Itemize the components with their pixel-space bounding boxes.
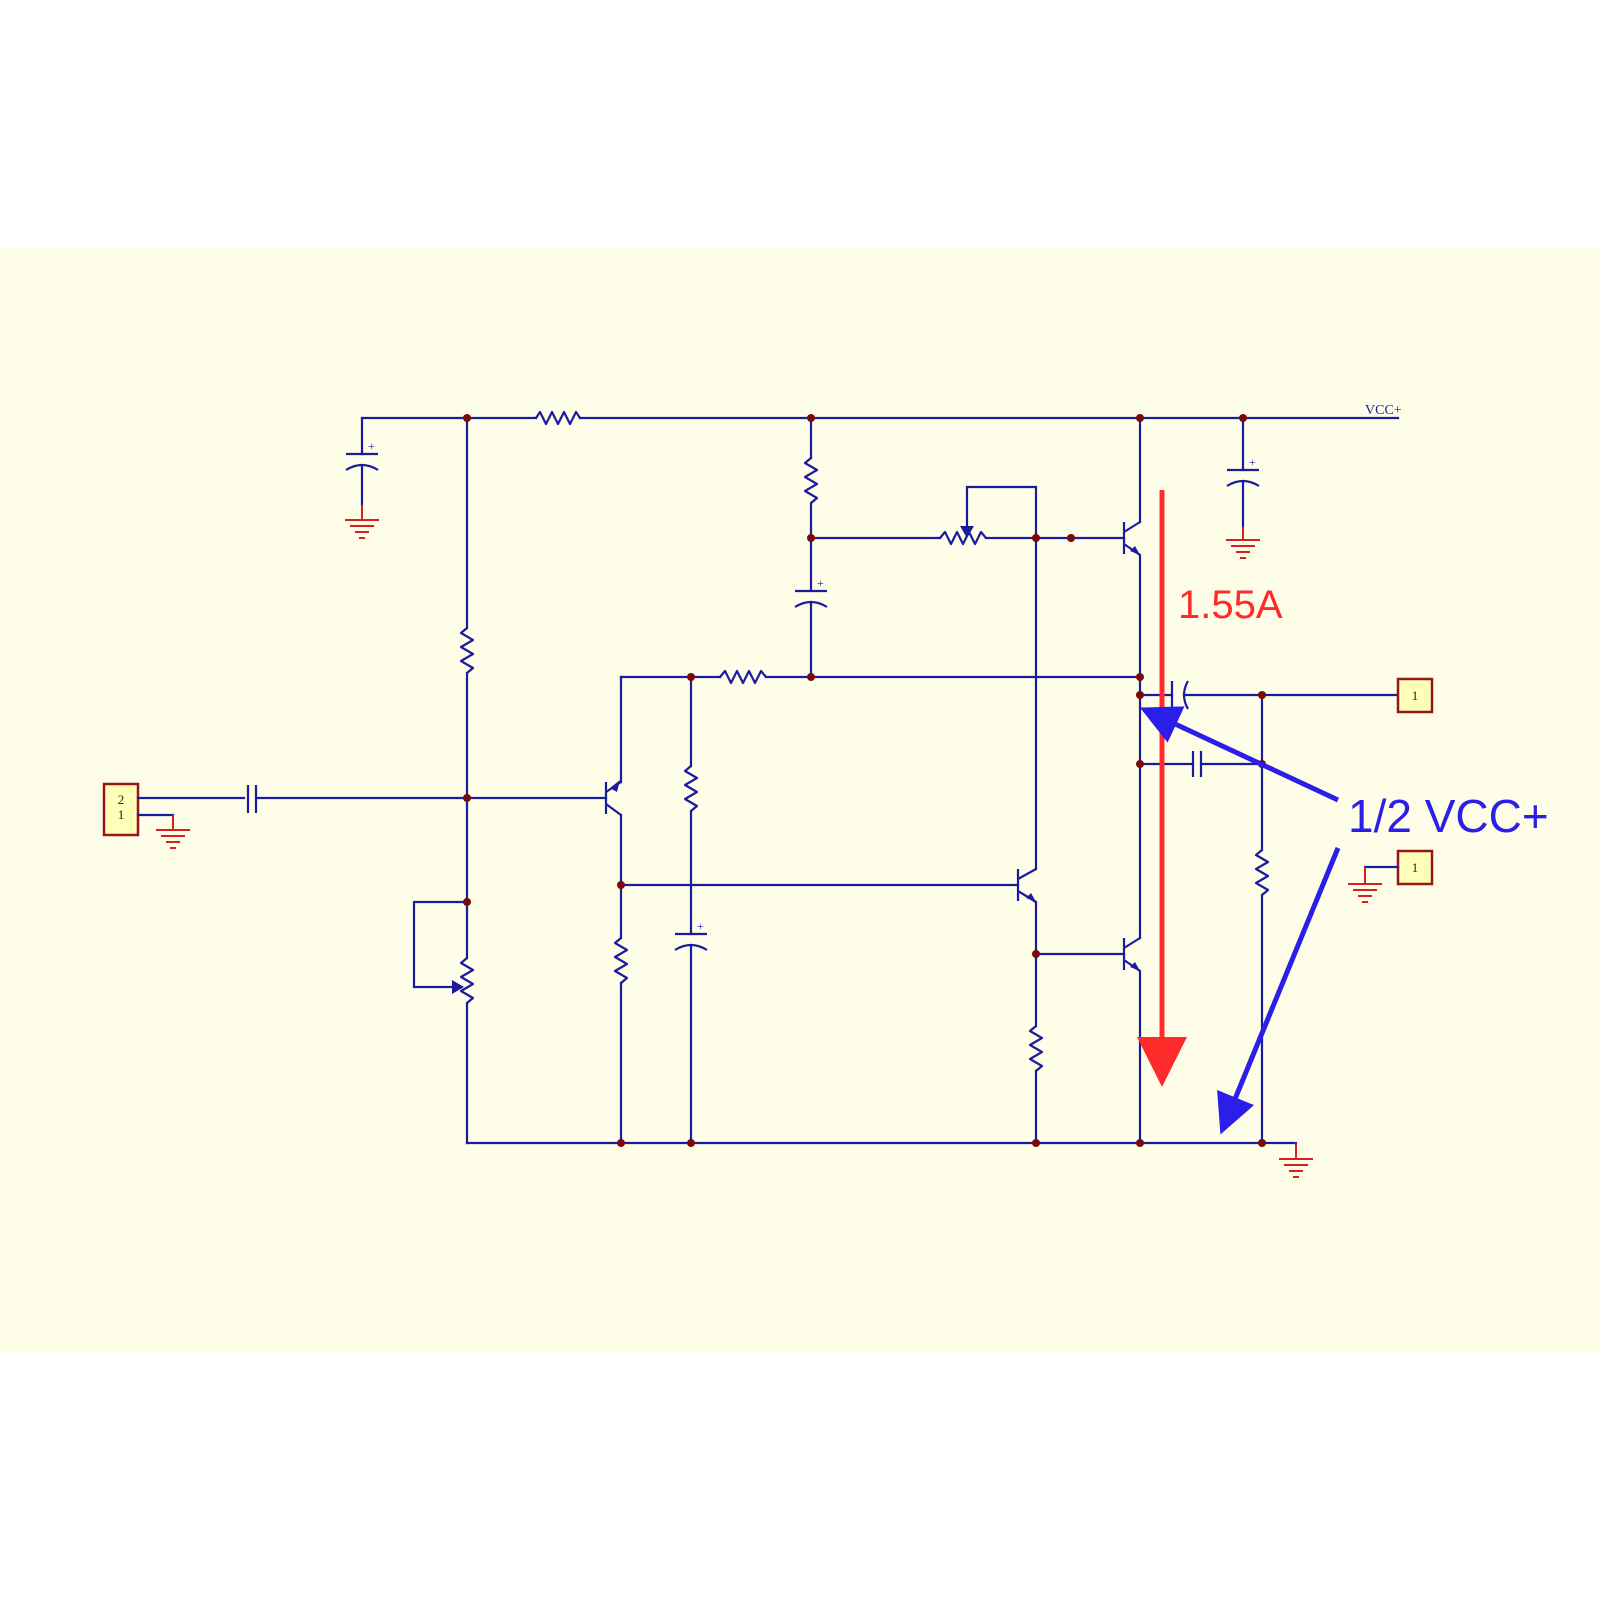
supply-capacitor-right: [1226, 416, 1260, 540]
input-coupling-capacitor: [246, 785, 608, 813]
feedback-shunt: [674, 675, 708, 1145]
ground-symbol: [345, 519, 379, 539]
zobel-network: [1138, 693, 1270, 1145]
cap-plus-sign: +: [817, 576, 824, 590]
cap-plus-sign: +: [368, 439, 375, 453]
output-pin-1: 1: [1412, 688, 1419, 703]
current-annotation: 1.55A: [1178, 583, 1283, 627]
ground-symbol: [1279, 1143, 1313, 1178]
callout-arrow-ground: [1217, 847, 1341, 1135]
half-vcc-annotation: 1/2 VCC+: [1348, 790, 1549, 842]
callout-arrow-output-node: [1139, 706, 1340, 803]
vcc-rail: [360, 410, 1400, 426]
output-transistor-upper: [1122, 521, 1141, 556]
bias-trim-potentiometer: [412, 900, 469, 994]
output-transistor-lower: [1122, 937, 1141, 972]
collector-resistor: [613, 937, 629, 984]
vas-emitter-resistor: [1028, 1025, 1044, 1072]
output-coupling-capacitor: [1138, 677, 1434, 714]
vbe-multiplier-potentiometer: [939, 530, 987, 546]
feedback-resistor: [719, 669, 767, 685]
cap-plus-sign: +: [697, 919, 704, 933]
supply-capacitor-left: [345, 416, 379, 520]
pot-wiper-arrow: [960, 526, 974, 538]
input-connector: [102, 782, 246, 849]
input-pin-1: 1: [118, 807, 125, 822]
vcc-net-label: VCC+: [1365, 403, 1402, 418]
ground-symbol: [1226, 539, 1260, 559]
vas-transistor: [1016, 868, 1037, 903]
ground-pin-1: 1: [1412, 860, 1419, 875]
bias-divider: [459, 416, 475, 1145]
cap-plus-sign: +: [1249, 455, 1256, 469]
pot-wiper-wire: [965, 485, 1038, 540]
ground-connector: [1348, 849, 1434, 903]
bootstrap-network: [794, 416, 828, 679]
input-transistor: [604, 780, 622, 816]
input-pin-2: 2: [118, 792, 125, 807]
